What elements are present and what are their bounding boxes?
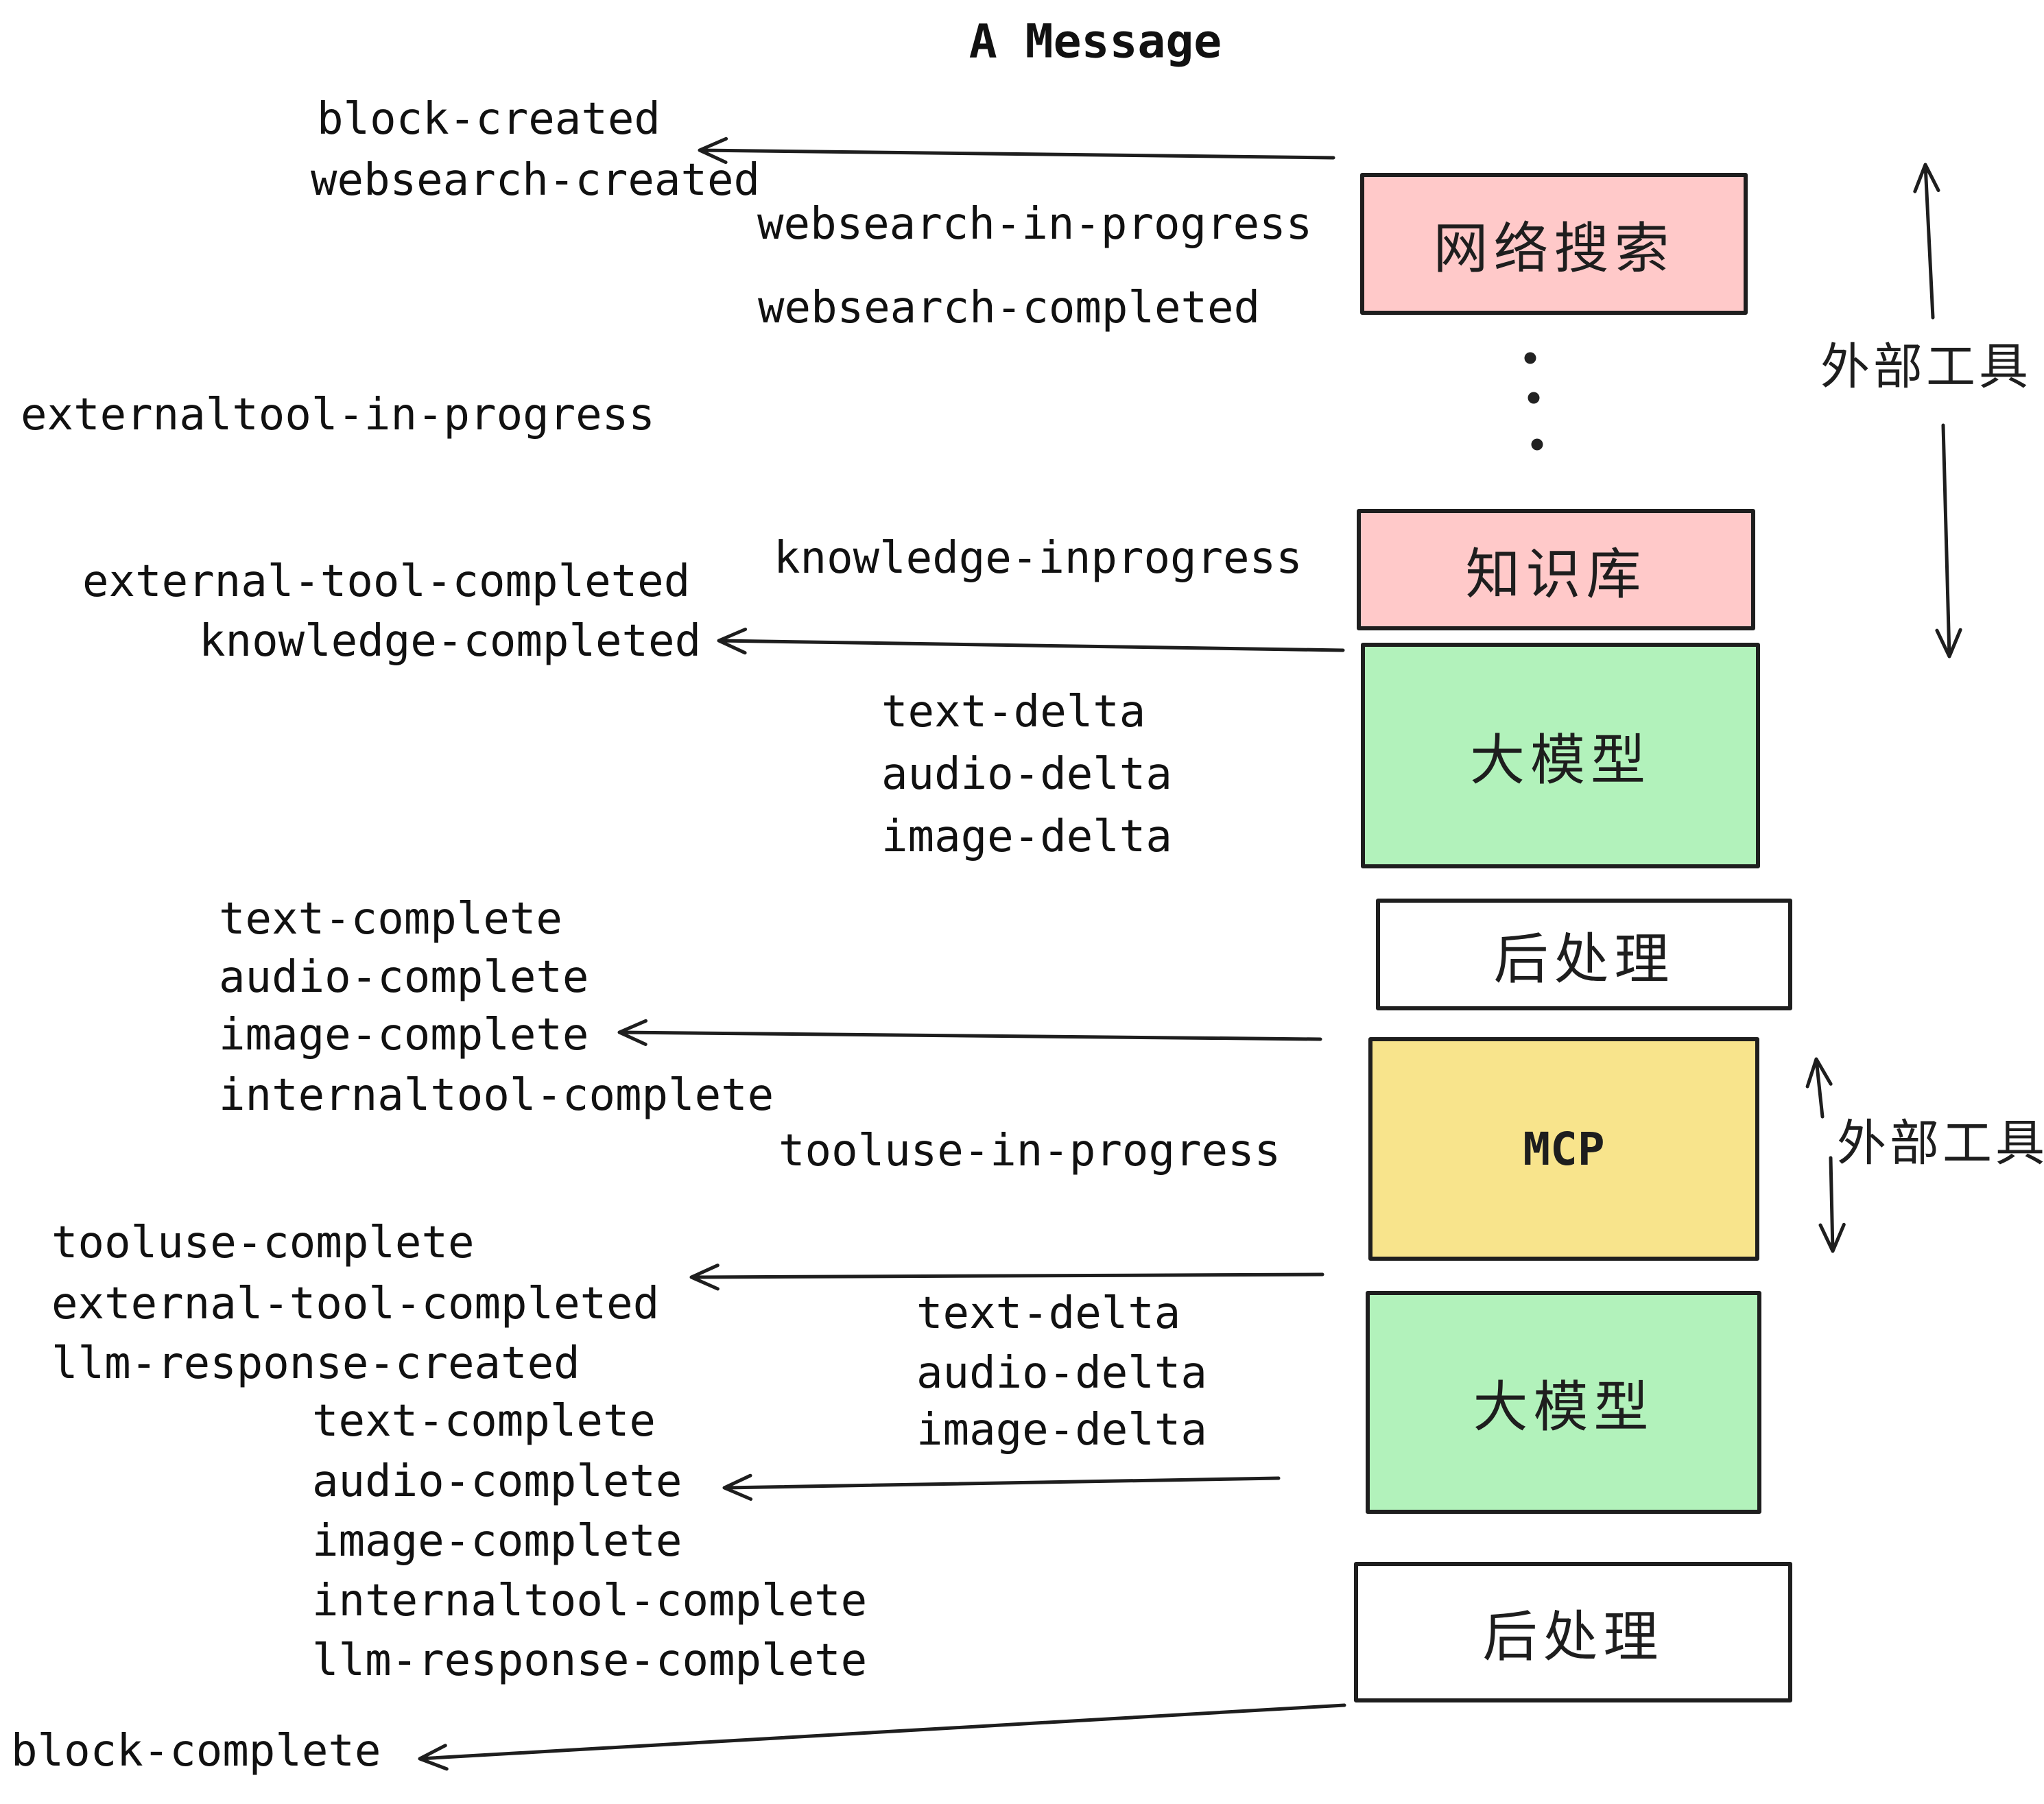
arrow-external-tools-range1-down bbox=[1935, 423, 1962, 658]
box-label-postprocess-2: 后处理 bbox=[1482, 1606, 1664, 1667]
box-label-postprocess-1: 后处理 bbox=[1493, 928, 1675, 990]
ellipsis-dot bbox=[1524, 352, 1536, 364]
event-label-text-complete: text-complete bbox=[219, 894, 562, 945]
event-label-externaltool-in-progress: externaltool-in-progress bbox=[21, 390, 655, 441]
event-label-image-delta: image-delta bbox=[881, 811, 1172, 863]
box-label-knowledge: 知识库 bbox=[1465, 543, 1647, 605]
box-label-llm-2: 大模型 bbox=[1473, 1376, 1654, 1438]
box-llm-2: 大模型 bbox=[1366, 1291, 1761, 1514]
event-label-knowledge-completed: knowledge-completed bbox=[199, 616, 702, 667]
event-label-audio-complete: audio-complete bbox=[219, 952, 589, 1004]
arrow-external-tools-range1-up bbox=[1913, 163, 1940, 320]
event-label-external-tool-completed: external-tool-completed bbox=[82, 556, 691, 608]
event-label-llm-response-created: llm-response-created bbox=[51, 1338, 580, 1390]
event-label-websearch-in-progress: websearch-in-progress bbox=[757, 199, 1313, 250]
ellipsis-dot bbox=[1528, 392, 1540, 404]
arrow-mcp-to-tooluse-complete bbox=[689, 1263, 1324, 1291]
arrow-llm1-to-knowledge-completed bbox=[717, 628, 1345, 655]
arrow-websearch-to-block-created bbox=[698, 137, 1335, 165]
event-label-image-delta: image-delta bbox=[916, 1405, 1207, 1456]
event-label-internaltool-complete: internaltool-complete bbox=[219, 1070, 774, 1121]
event-label-knowledge-inprogress: knowledge-inprogress bbox=[774, 533, 1303, 584]
arrow-llm2-to-audio-complete bbox=[722, 1473, 1281, 1501]
box-postprocess-2: 后处理 bbox=[1354, 1562, 1792, 1702]
arrow-external-tools-range2-up bbox=[1805, 1057, 1833, 1119]
box-label-llm-1: 大模型 bbox=[1470, 729, 1651, 791]
event-label-text-delta: text-delta bbox=[916, 1288, 1181, 1340]
event-label-text-complete: text-complete bbox=[312, 1396, 656, 1447]
event-label-block-created: block-created bbox=[317, 94, 661, 145]
event-label-tooluse-in-progress: tooluse-in-progress bbox=[779, 1126, 1281, 1177]
event-label-websearch-created: websearch-created bbox=[311, 155, 761, 206]
box-llm-1: 大模型 bbox=[1361, 643, 1760, 868]
event-label-audio-complete: audio-complete bbox=[312, 1456, 682, 1508]
box-postprocess-1: 后处理 bbox=[1376, 899, 1792, 1010]
arrow-post2-to-block-complete bbox=[418, 1703, 1346, 1771]
external-tools-label-1: 外部工具 bbox=[1820, 340, 2032, 395]
box-mcp: MCP bbox=[1368, 1037, 1759, 1261]
box-label-mcp: MCP bbox=[1523, 1122, 1605, 1176]
event-label-websearch-completed: websearch-completed bbox=[758, 283, 1261, 334]
arrow-mcp-to-image-complete bbox=[617, 1019, 1322, 1046]
ellipsis-dot bbox=[1531, 438, 1543, 451]
event-label-audio-delta: audio-delta bbox=[881, 749, 1172, 800]
event-label-llm-response-complete: llm-response-complete bbox=[312, 1635, 868, 1687]
external-tools-label-2: 外部工具 bbox=[1837, 1116, 2044, 1172]
event-label-block-complete: block-complete bbox=[11, 1726, 381, 1777]
box-label-websearch: 网络搜索 bbox=[1433, 217, 1675, 279]
event-label-external-tool-completed: external-tool-completed bbox=[51, 1279, 660, 1330]
box-websearch: 网络搜索 bbox=[1360, 173, 1748, 315]
event-label-image-complete: image-complete bbox=[219, 1010, 589, 1061]
diagram-title: A Message bbox=[968, 14, 1222, 69]
event-label-audio-delta: audio-delta bbox=[916, 1348, 1207, 1399]
event-label-text-delta: text-delta bbox=[881, 687, 1146, 738]
box-knowledge: 知识库 bbox=[1357, 509, 1755, 630]
event-label-image-complete: image-complete bbox=[312, 1516, 682, 1567]
event-label-tooluse-complete: tooluse-complete bbox=[51, 1218, 475, 1269]
event-label-internaltool-complete: internaltool-complete bbox=[312, 1576, 868, 1627]
